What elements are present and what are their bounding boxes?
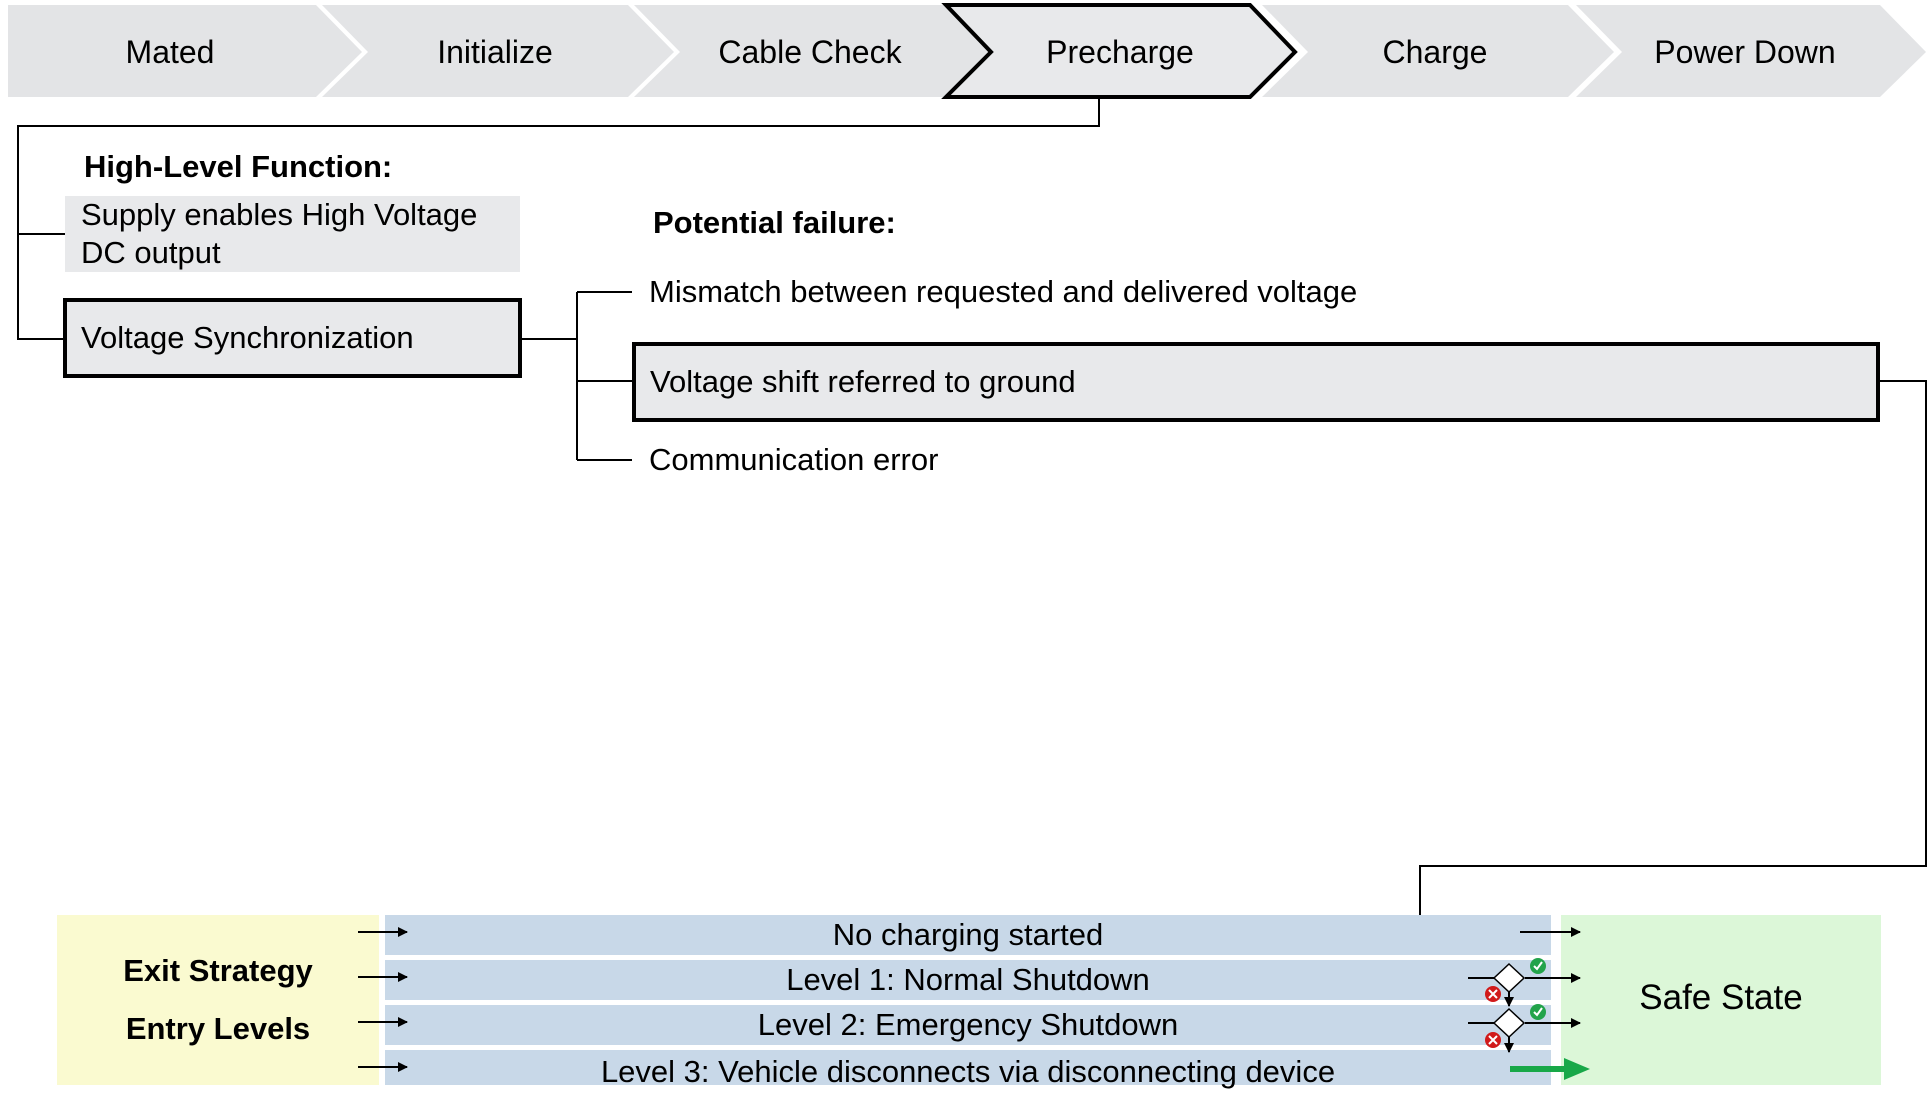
x-icon bbox=[1485, 986, 1501, 1002]
step-label-precharge: Precharge bbox=[1046, 34, 1194, 70]
step-chevron-power-down[interactable] bbox=[1576, 5, 1926, 97]
safe-state-panel bbox=[1561, 915, 1881, 1085]
step-chevron-mated[interactable] bbox=[8, 5, 362, 97]
level-label-1: Level 1: Normal Shutdown bbox=[786, 962, 1150, 997]
entry-levels-panel bbox=[57, 915, 379, 1085]
arrow-green-icon bbox=[1510, 1058, 1590, 1080]
decision-diamond-icon bbox=[1492, 962, 1526, 994]
check-icon bbox=[1530, 958, 1546, 974]
level-label-2: Level 2: Emergency Shutdown bbox=[757, 1007, 1179, 1042]
step-label-cable-check: Cable Check bbox=[718, 34, 902, 70]
level-label-0: No charging started bbox=[832, 917, 1104, 952]
step-label-mated: Mated bbox=[125, 34, 215, 70]
potential-failure-heading: Potential failure: bbox=[653, 205, 896, 240]
step-label-charge: Charge bbox=[1382, 34, 1488, 70]
decision-diamond-icon bbox=[1492, 1007, 1526, 1039]
step-label-initialize: Initialize bbox=[437, 34, 553, 70]
step-chevron-cable-check[interactable] bbox=[634, 5, 990, 97]
failure-item-mismatch[interactable]: Mismatch between requested and delivered… bbox=[649, 274, 1358, 309]
check-icon bbox=[1530, 1004, 1546, 1020]
step-chevron-initialize[interactable] bbox=[322, 5, 674, 97]
safe-state-label: Safe State bbox=[1639, 978, 1803, 1017]
function-description-box: Supply enables High Voltage DC output bbox=[65, 196, 520, 272]
voltage-synchronization-box[interactable]: Voltage Synchronization bbox=[63, 298, 522, 378]
x-icon bbox=[1485, 1032, 1501, 1048]
exit-strategy-label: Exit Strategy bbox=[123, 953, 313, 988]
failure-item-voltage-shift: Voltage shift referred to ground bbox=[650, 364, 1076, 399]
failure-to-exit-connector bbox=[1419, 380, 1927, 932]
step-chevron-charge[interactable] bbox=[1262, 5, 1614, 97]
level-band-2[interactable]: Level 2: Emergency Shutdown bbox=[385, 1005, 1551, 1045]
precharge-connector bbox=[17, 99, 1100, 340]
failure-item-selected-box[interactable]: Voltage shift referred to ground bbox=[632, 342, 1880, 422]
level-band-no-charging[interactable]: No charging started bbox=[385, 915, 1551, 955]
entry-levels-label: Entry Levels bbox=[125, 1011, 311, 1046]
level-band-1[interactable]: Level 1: Normal Shutdown bbox=[385, 960, 1551, 1000]
level-label-3: Level 3: Vehicle disconnects via disconn… bbox=[600, 1054, 1336, 1089]
step-chevron-precharge[interactable] bbox=[941, 3, 1298, 99]
function-description-line1: Supply enables High Voltage bbox=[81, 197, 478, 232]
function-name: Voltage Synchronization bbox=[81, 320, 414, 355]
high-level-function-heading: High-Level Function: bbox=[84, 149, 393, 184]
function-description-line2: DC output bbox=[81, 235, 221, 270]
failure-item-communication[interactable]: Communication error bbox=[649, 442, 939, 477]
step-label-power-down: Power Down bbox=[1654, 34, 1836, 70]
level-band-3[interactable]: Level 3: Vehicle disconnects via disconn… bbox=[385, 1050, 1551, 1089]
